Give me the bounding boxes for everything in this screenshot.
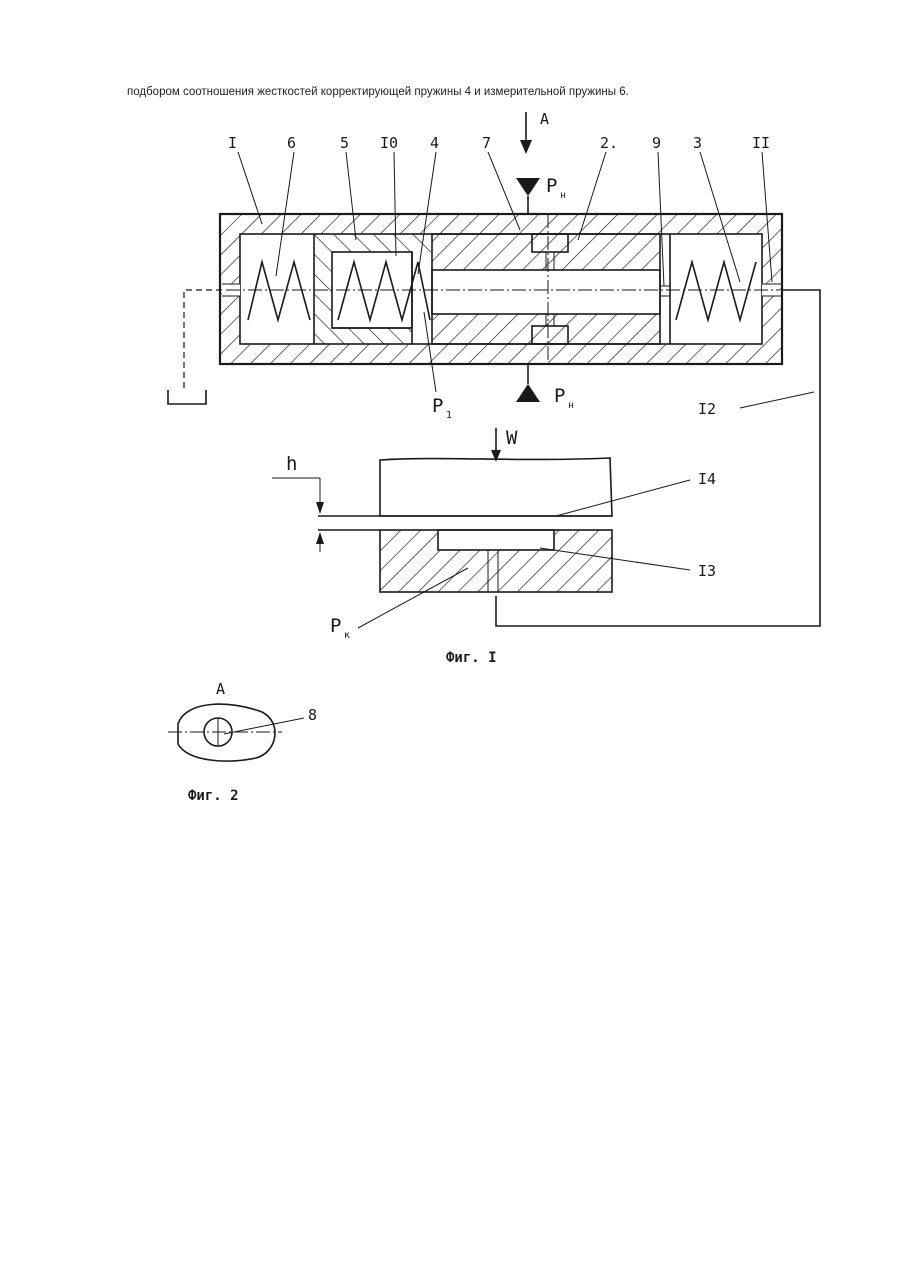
supply-pressure-bottom: P [554, 385, 565, 407]
view-arrow-label: A [540, 110, 549, 128]
supply-pressure-top-sub: н [560, 190, 566, 201]
figure-2-caption: Фиг. 2 [188, 788, 239, 804]
corrective-piston [314, 234, 432, 344]
supply-bottom-symbol [516, 384, 540, 402]
callout-3: 3 [693, 134, 702, 152]
callout-12: I2 [698, 400, 716, 418]
bearing-part-13 [380, 530, 612, 592]
supply-top-symbol [516, 178, 540, 196]
corrective-spring-4 [338, 262, 430, 320]
callout-1: I [228, 134, 237, 152]
supply-pressure-top: P [546, 175, 557, 197]
callout-5: 5 [340, 134, 349, 152]
chamber-pressure-sub: 1 [446, 410, 452, 421]
callout-10: I0 [380, 134, 398, 152]
callout-4: 4 [430, 134, 439, 152]
callout-2: 2. [600, 134, 618, 152]
spring-3 [676, 262, 756, 320]
pocket-pressure-sub: к [344, 630, 350, 641]
pocket-pressure: P [330, 615, 341, 637]
gap-label: h [286, 453, 297, 475]
measuring-spring-6 [248, 262, 310, 320]
load-label: W [506, 427, 518, 449]
tank-symbol [168, 390, 206, 404]
chamber-pressure: P [432, 395, 443, 417]
callout-13: I3 [698, 562, 716, 580]
callout-9: 9 [652, 134, 661, 152]
section-a-view [168, 704, 304, 761]
callout-6: 6 [287, 134, 296, 152]
callout-11: II [752, 134, 770, 152]
callout-7: 7 [482, 134, 491, 152]
callout-14: I4 [698, 470, 716, 488]
bearing-part-14 [380, 458, 612, 516]
main-spool [432, 234, 670, 344]
figure-1-caption: Фиг. I [446, 650, 497, 666]
section-view-label: A [216, 680, 225, 698]
drain-line [184, 290, 222, 392]
callout-8: 8 [308, 706, 317, 724]
supply-pressure-bottom-sub: н [568, 400, 574, 411]
